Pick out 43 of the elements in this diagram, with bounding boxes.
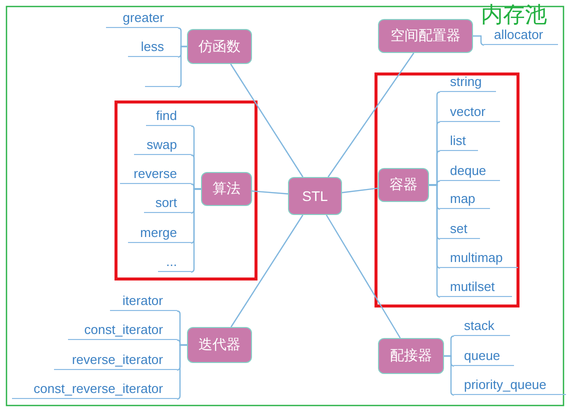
connector [230, 64, 304, 178]
subtopic-label: deque [440, 161, 500, 181]
subtopic-label: queue [454, 346, 514, 366]
connector [429, 184, 440, 298]
subtopic-label: reverse_iterator [54, 350, 177, 370]
connector [252, 190, 288, 194]
subtopic-label: swap [134, 135, 191, 155]
connector [473, 35, 484, 46]
topic-box: 配接器 [378, 338, 444, 374]
subtopic-label: reverse [120, 164, 191, 184]
topic-box: 算法 [201, 172, 252, 206]
subtopic-label: priority_queue [454, 375, 566, 395]
subtopic-label: find [146, 106, 191, 126]
subtopic-label: map [440, 189, 490, 209]
subtopic-label: allocator [484, 25, 558, 45]
subtopic-label: const_iterator [68, 320, 177, 340]
connector [230, 214, 304, 328]
subtopic-label: sort [144, 193, 191, 213]
connector [326, 214, 401, 338]
connector [444, 355, 454, 396]
subtopic-label: iterator [110, 291, 177, 311]
subtopic-label: const_reverse_iterator [12, 379, 177, 399]
subtopic-label: vector [440, 102, 500, 122]
subtopic-label: merge [128, 223, 191, 243]
note-text: 内存池 [481, 2, 547, 28]
connector [342, 188, 378, 194]
topic-box: 仿函数 [187, 29, 252, 64]
topic-box: 迭代器 [187, 327, 252, 363]
subtopic-label: mutilset [440, 277, 512, 297]
subtopic-label: set [440, 219, 480, 239]
topic-box: 空间配置器 [378, 19, 473, 53]
connector [328, 52, 414, 178]
connector [190, 188, 201, 273]
connector [178, 46, 187, 88]
root-box: STL [288, 177, 342, 215]
subtopic-label: list [440, 131, 478, 151]
subtopic-label: multimap [440, 248, 518, 268]
topic-box: 容器 [378, 168, 429, 202]
subtopic-label: string [440, 72, 496, 92]
subtopic-label: less [128, 37, 178, 57]
subtopic-label: ... [158, 252, 191, 272]
subtopic-label: stack [454, 316, 510, 336]
subtopic-label: greater [106, 8, 178, 28]
